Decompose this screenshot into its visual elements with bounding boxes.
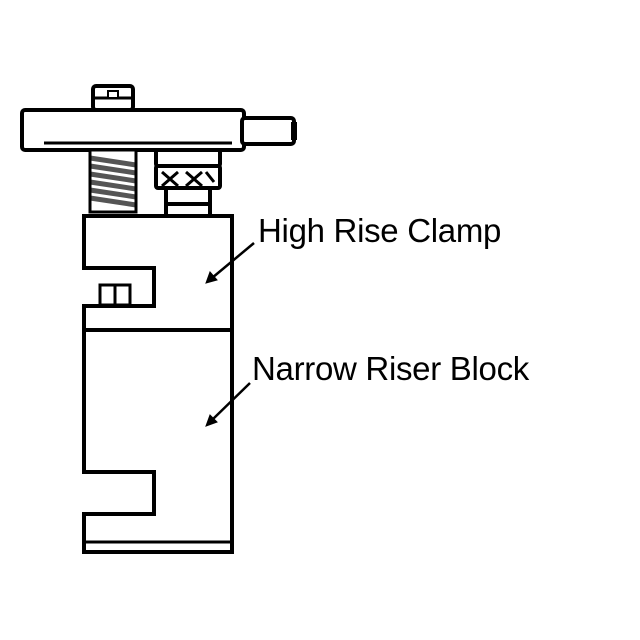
narrow-riser-block-label: Narrow Riser Block xyxy=(252,350,529,387)
clamp-bar xyxy=(20,108,297,152)
nut xyxy=(154,148,222,190)
threaded-stud xyxy=(164,186,212,218)
high-rise-clamp-body xyxy=(82,214,234,332)
bolt-head xyxy=(91,84,135,112)
arrow-high-rise-clamp xyxy=(205,242,255,284)
high-rise-clamp-label: High Rise Clamp xyxy=(258,212,502,249)
arrow-narrow-riser-block xyxy=(205,382,251,427)
narrow-riser-block xyxy=(82,328,234,554)
spring xyxy=(88,148,138,214)
